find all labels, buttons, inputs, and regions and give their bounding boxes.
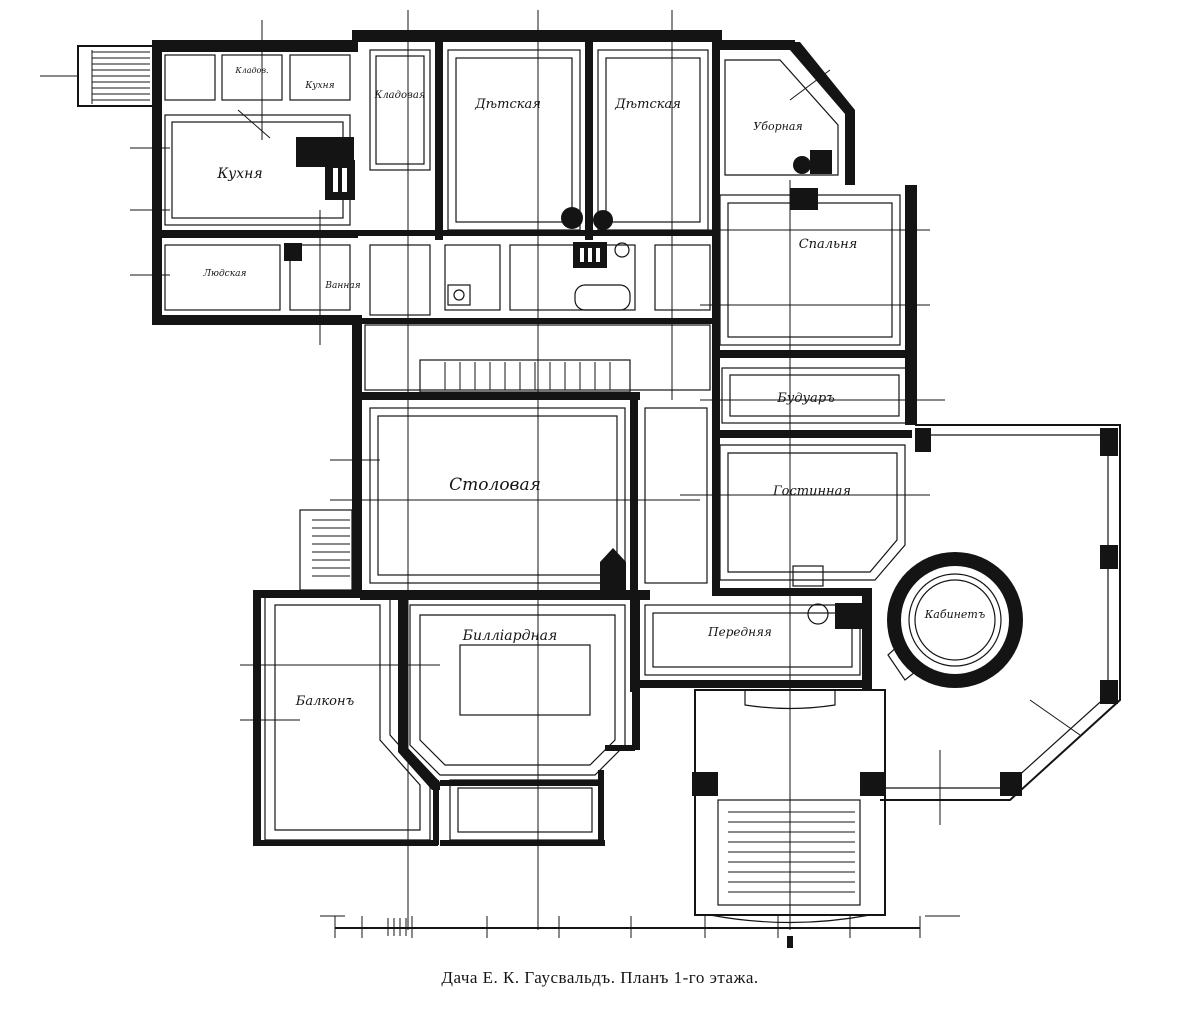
room-label-vannaya: Ванная [324, 281, 360, 291]
room-label-balkon: Балконъ [295, 694, 355, 709]
room-label-stolovaya: Столовая [449, 475, 541, 495]
room-label-kladovaya: Кладовая [374, 90, 426, 101]
room-label-prislugi: Людская [203, 269, 247, 279]
room-label-buduar: Будуаръ [776, 391, 835, 406]
room-labels: Кладовая Дѣтская Дѣтская Уборная Кладов.… [203, 66, 986, 709]
room-label-kuhnya: Кухня [216, 166, 262, 182]
stove-icon [284, 137, 865, 629]
construction-lines [130, 10, 1081, 930]
room-label-spalnya: Спальня [799, 237, 858, 252]
room-label-ubornaya: Уборная [753, 120, 802, 133]
room-outlines [164, 49, 908, 841]
room-label-detskaya-2: Дѣтская [614, 97, 681, 112]
room-label-kabinet: Кабинетъ [924, 608, 985, 621]
stairs-icon [40, 45, 871, 924]
room-label-gostinnaya: Гостинная [772, 484, 851, 499]
room-label-bilyardnaya: Билліардная [462, 628, 558, 644]
room-label-kladovaya-small: Кладов. [234, 66, 268, 75]
room-label-detskaya-1: Дѣтская [474, 97, 541, 112]
round-tower [887, 552, 1023, 688]
room-label-kuhnya-small: Кухня [304, 81, 334, 91]
outer-walls [152, 30, 917, 692]
veranda [692, 424, 1121, 801]
room-label-perednyaya: Передняя [707, 625, 772, 639]
inner-walls [253, 590, 872, 846]
scale-bar-icon [320, 915, 960, 948]
bathtub-icon [447, 242, 631, 311]
plan-caption: Дача Е. К. Гаусвальдъ. Планъ 1-го этажа. [441, 968, 759, 987]
